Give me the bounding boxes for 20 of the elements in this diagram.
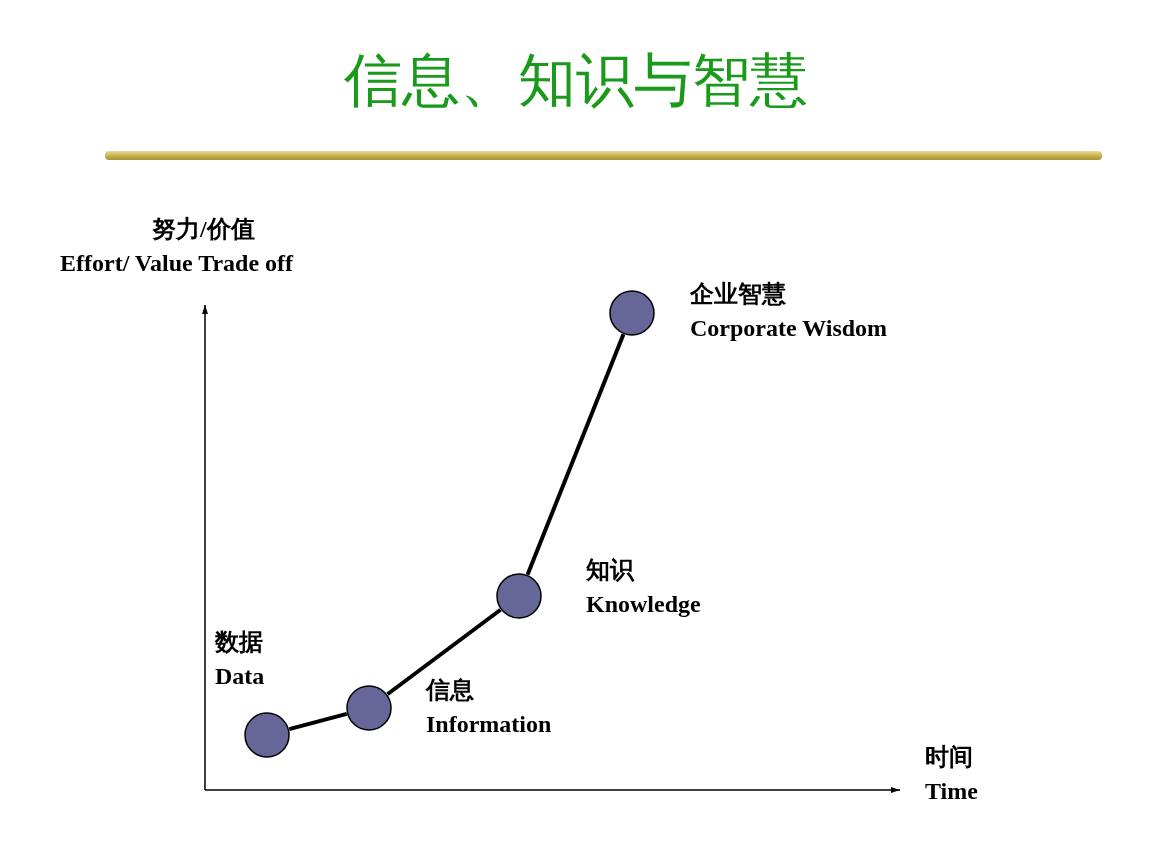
title: 信息、知识与智慧 — [343, 45, 809, 116]
point-label: 数据 — [215, 628, 263, 657]
curve-segment — [386, 608, 502, 696]
circle-node — [244, 712, 290, 758]
point-label: 信息 — [426, 676, 474, 705]
axis-label: Effort/ Value Trade off — [60, 249, 294, 278]
circle-node — [346, 685, 392, 731]
curve-segment — [525, 333, 626, 576]
circle-node — [496, 573, 542, 619]
point-label: Data — [215, 662, 265, 691]
axis-label: 时间 — [925, 743, 973, 772]
point-label: 知识 — [586, 556, 634, 585]
point-label: Information — [426, 710, 552, 739]
curve-segment — [288, 711, 348, 732]
point-label: Corporate Wisdom — [690, 314, 888, 343]
axis-label: 努力/价值 — [152, 215, 255, 244]
point-label: 企业智慧 — [690, 280, 786, 309]
circle-node — [609, 290, 655, 336]
point-label: Knowledge — [586, 590, 701, 619]
axis-label: Time — [925, 777, 978, 806]
